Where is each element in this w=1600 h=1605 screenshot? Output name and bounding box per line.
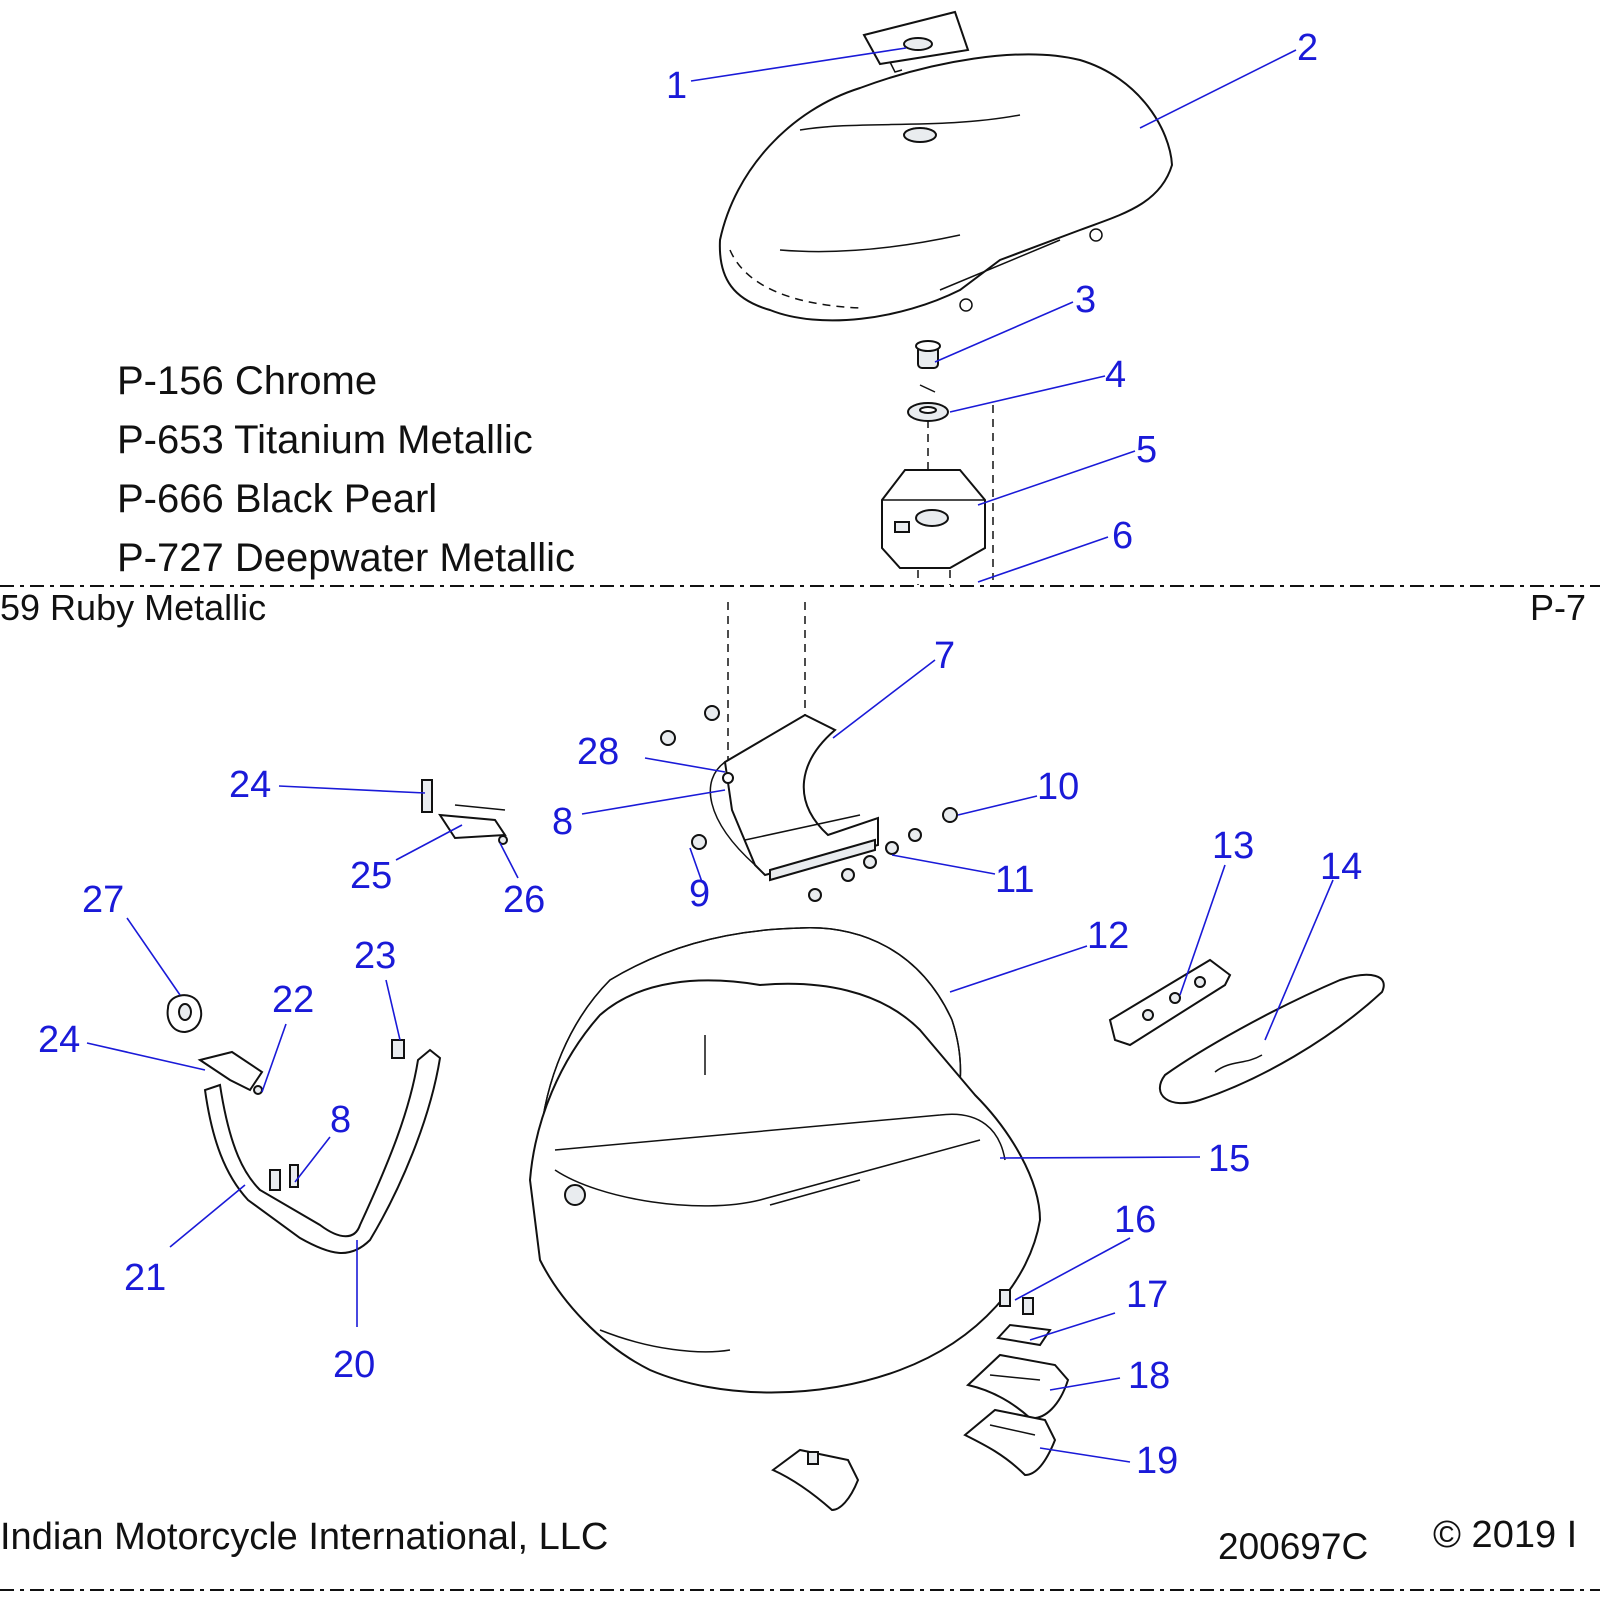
callout-17: 17: [1126, 1274, 1168, 1316]
part-saddlebag-shell: [528, 979, 1042, 1394]
callout-1: 1: [666, 65, 687, 107]
callout-3: 3: [1075, 279, 1096, 321]
paint-code-item: P-666 Black Pearl: [117, 477, 438, 521]
callout-8-upper: 8: [552, 801, 573, 843]
footer-diagram-id: 200697C: [1218, 1526, 1369, 1567]
part-fasteners: [660, 705, 958, 902]
part-mount-block-pair: [771, 1448, 860, 1512]
callout-16: 16: [1114, 1199, 1156, 1241]
callout-6: 6: [1112, 515, 1133, 557]
callout-19: 19: [1136, 1440, 1178, 1482]
cut-off-paint-code-left: 59 Ruby Metallic: [0, 587, 267, 628]
callout-26: 26: [503, 879, 545, 921]
callout-20: 20: [333, 1344, 375, 1386]
callout-12: 12: [1087, 915, 1129, 957]
part-mount-block: [965, 1353, 1070, 1420]
callout-27: 27: [82, 879, 124, 921]
callout-18: 18: [1128, 1355, 1170, 1397]
paint-code-list: P-156 Chrome P-653 Titanium Metallic P-6…: [117, 352, 575, 588]
callout-2: 2: [1297, 27, 1318, 69]
part-trunk-lid: [718, 53, 1174, 322]
paint-code-item: P-727 Deepwater Metallic: [117, 536, 575, 580]
part-mount-bolts: [996, 1289, 1052, 1347]
part-emblem-trim: [1159, 973, 1385, 1105]
callout-28: 28: [577, 731, 619, 773]
callout-10: 10: [1037, 766, 1079, 808]
part-support-rail: [197, 1039, 442, 1254]
callout-labels: 1 2 3 4 5 6 7 28 24 8 10 25 26 9 11 13 1…: [38, 27, 1362, 1482]
cut-off-paint-code-right: P-7: [1530, 587, 1587, 628]
paint-code-item: P-156 Chrome: [117, 359, 378, 403]
callout-15: 15: [1208, 1138, 1250, 1180]
callout-5: 5: [1136, 429, 1157, 471]
callout-24-lower: 24: [38, 1019, 80, 1061]
callout-23: 23: [354, 935, 396, 977]
part-latch-block: [881, 469, 986, 569]
callout-24-upper: 24: [229, 764, 271, 806]
callout-8-lower: 8: [330, 1099, 351, 1141]
callout-22: 22: [272, 979, 314, 1021]
callout-7: 7: [934, 635, 955, 677]
footer-copyright: © 2019 I: [1433, 1514, 1578, 1556]
part-grommet: [166, 994, 203, 1034]
callout-14: 14: [1320, 846, 1362, 888]
callout-21: 21: [124, 1257, 166, 1299]
callout-25: 25: [350, 855, 392, 897]
leader-lines: [86, 47, 1334, 1463]
callout-4: 4: [1105, 354, 1126, 396]
callout-13: 13: [1212, 825, 1254, 867]
part-mount-block-lower: [963, 1408, 1057, 1477]
part-washer: [907, 384, 949, 422]
part-hinge-plate: [1108, 958, 1232, 1047]
callout-9: 9: [689, 873, 710, 915]
footer-company: Indian Motorcycle International, LLC: [0, 1516, 609, 1558]
paint-code-item: P-653 Titanium Metallic: [117, 418, 533, 462]
part-latch-hardware: [421, 779, 508, 845]
callout-11: 11: [995, 859, 1034, 901]
part-hinge-bracket: [709, 713, 879, 882]
part-lock-bolt: [915, 340, 941, 369]
